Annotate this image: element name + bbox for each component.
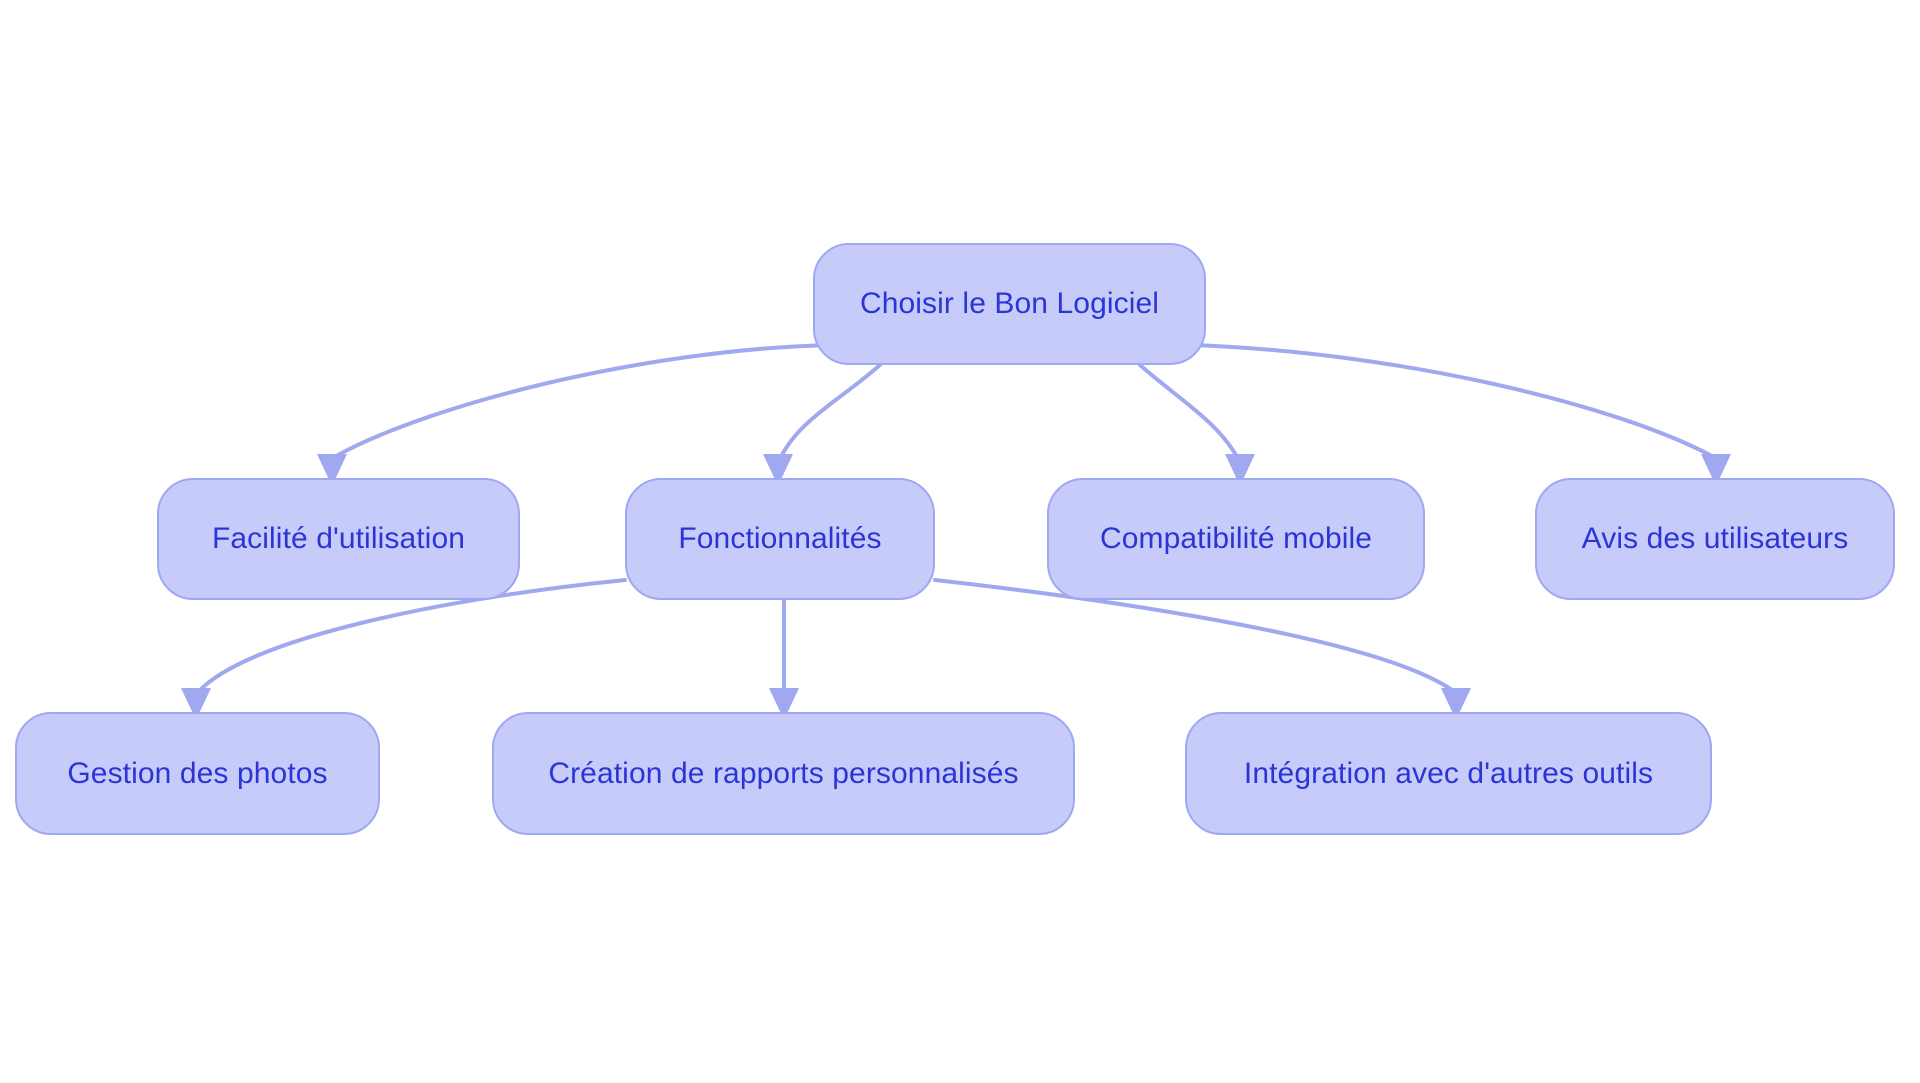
arrowhead-icon xyxy=(1225,454,1255,486)
edge-root-to-avis xyxy=(1188,343,1731,486)
flowchart-node-facilite[interactable]: Facilité d'utilisation xyxy=(157,478,520,600)
flowchart-node-root[interactable]: Choisir le Bon Logiciel xyxy=(813,243,1206,365)
arrowhead-icon xyxy=(1441,688,1471,720)
flowchart-node-label: Gestion des photos xyxy=(67,756,328,790)
flowchart-node-photos[interactable]: Gestion des photos xyxy=(15,712,380,835)
arrowhead-icon xyxy=(769,688,799,720)
flowchart-node-label: Choisir le Bon Logiciel xyxy=(859,287,1160,320)
edge-root-to-compatibilite xyxy=(1138,363,1255,486)
flowchart-node-compatibilite[interactable]: Compatibilité mobile xyxy=(1047,478,1425,600)
edge-line xyxy=(1138,363,1238,457)
edge-line xyxy=(933,578,1454,692)
flowchart-node-label: Compatibilité mobile xyxy=(1099,522,1373,555)
edge-root-to-facilite xyxy=(317,343,832,486)
arrowhead-icon xyxy=(317,454,347,486)
arrowhead-icon xyxy=(181,688,211,720)
arrowhead-icon xyxy=(763,454,793,486)
flowchart-node-label: Fonctionnalités xyxy=(678,522,882,555)
flowchart-node-fonctionnalites[interactable]: Fonctionnalités xyxy=(625,478,935,600)
edge-fonctionnalites-to-rapports xyxy=(769,598,799,720)
edge-line xyxy=(1188,343,1712,457)
flowchart-node-label: Création de rapports personnalisés xyxy=(548,756,1019,790)
arrowhead-icon xyxy=(1701,454,1731,486)
edge-root-to-fonctionnalites xyxy=(763,363,882,486)
flowchart-node-label: Avis des utilisateurs xyxy=(1581,522,1849,555)
edge-line xyxy=(336,343,832,457)
flowchart-node-label: Intégration avec d'autres outils xyxy=(1243,756,1654,790)
flowchart-node-rapports[interactable]: Création de rapports personnalisés xyxy=(492,712,1075,835)
edge-line xyxy=(198,578,627,692)
edge-line xyxy=(780,363,882,457)
flowchart-node-avis[interactable]: Avis des utilisateurs xyxy=(1535,478,1895,600)
edge-fonctionnalites-to-photos xyxy=(181,578,627,720)
flowchart-node-integration[interactable]: Intégration avec d'autres outils xyxy=(1185,712,1712,835)
flowchart-node-label: Facilité d'utilisation xyxy=(211,522,466,555)
edge-fonctionnalites-to-integration xyxy=(933,578,1471,720)
